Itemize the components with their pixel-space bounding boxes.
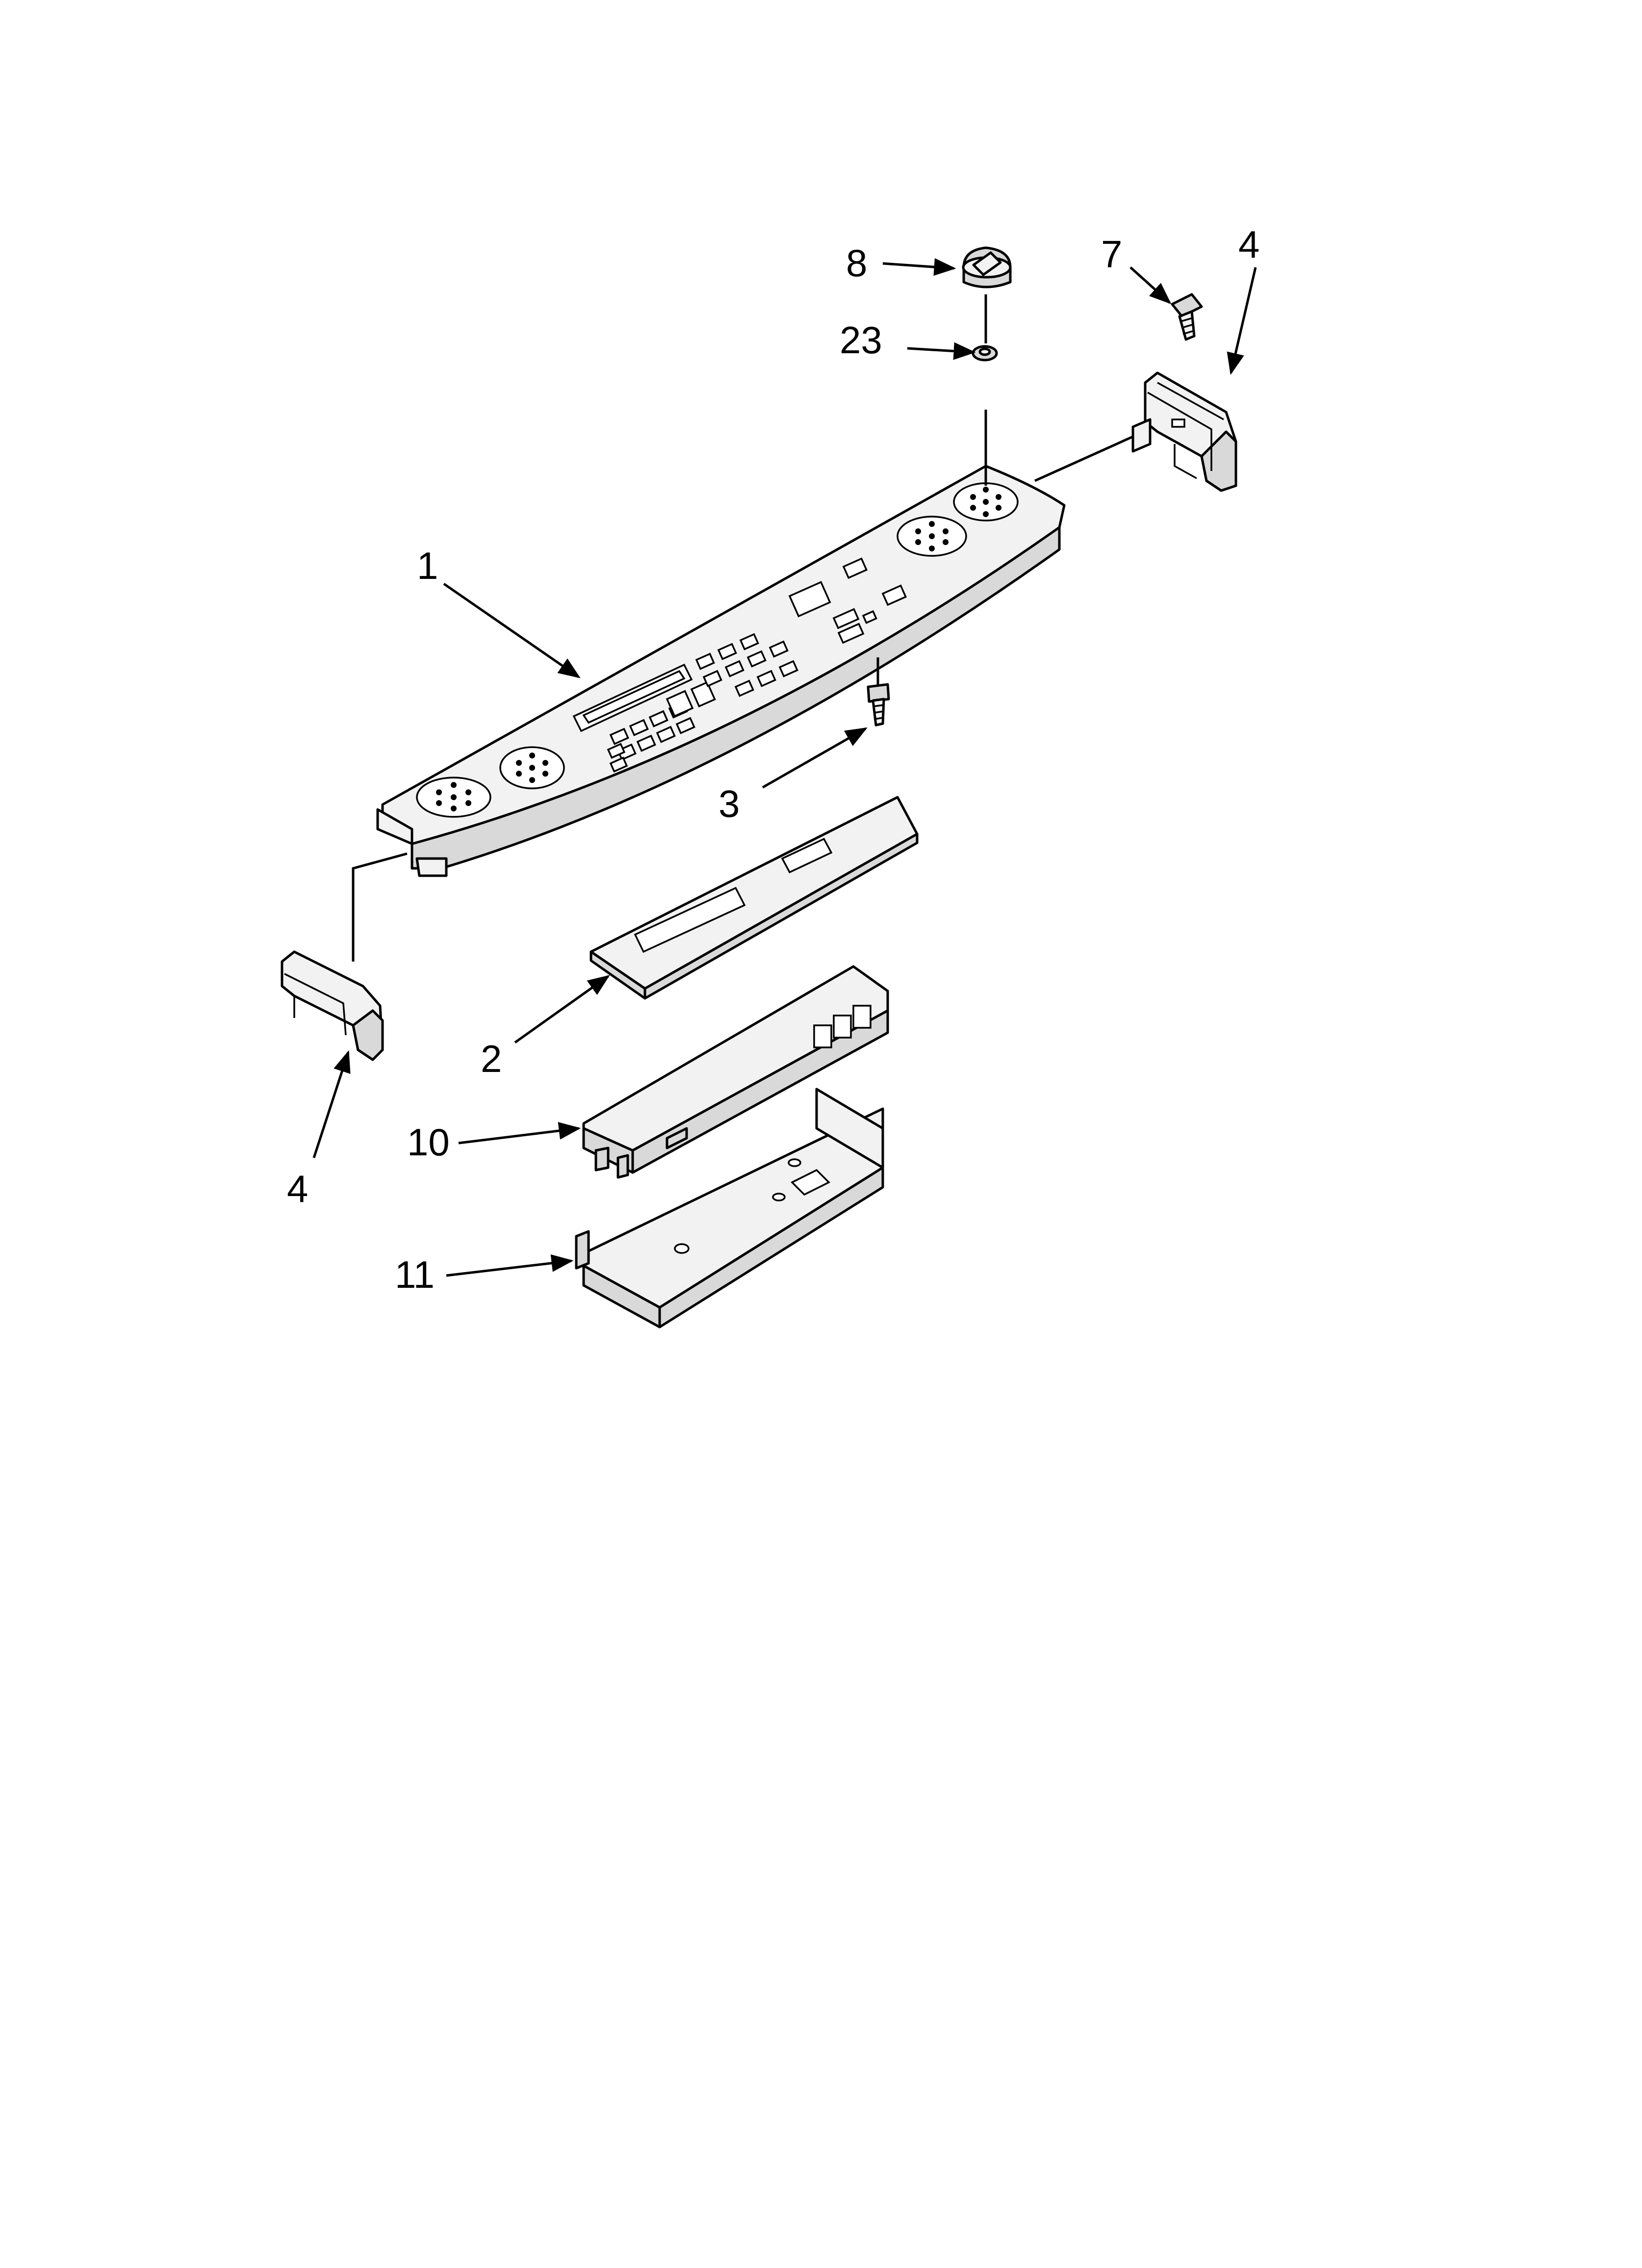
callout-arrows (312, 258, 1257, 1277)
assembly-leader-right (1034, 435, 1134, 482)
arrow-10 (458, 1122, 581, 1145)
display-overlay (590, 796, 919, 1000)
callout-1: 1 (417, 544, 438, 587)
arrow-23 (907, 342, 976, 360)
assembly-leader-left (352, 852, 408, 962)
callout-10: 10 (407, 1121, 450, 1164)
callout-8: 8 (846, 241, 867, 285)
callout-2: 2 (481, 1037, 502, 1080)
keypad (607, 557, 907, 773)
arrow-3 (762, 727, 868, 789)
arrow-4-top (1227, 267, 1257, 375)
callout-4-top: 4 (1238, 223, 1259, 266)
arrow-11 (446, 1254, 574, 1277)
control-panel-console (376, 465, 1066, 877)
burner-knob-recess-2 (499, 746, 565, 789)
end-cap-right (1131, 371, 1237, 492)
callout-4-bottom: 4 (287, 1167, 308, 1210)
screw-middle (867, 683, 890, 727)
arrow-8 (882, 258, 956, 276)
arrow-1 (443, 582, 581, 678)
knob (962, 246, 1012, 288)
burner-knob-recess-3 (897, 516, 967, 557)
callout-3: 3 (718, 782, 740, 825)
callout-labels: 8 23 7 4 1 3 2 4 10 11 (287, 223, 1259, 1296)
callout-23: 23 (840, 318, 882, 362)
end-cap-left (281, 950, 384, 1061)
callout-11: 11 (395, 1253, 435, 1296)
arrow-7 (1129, 266, 1172, 305)
display-window (572, 663, 693, 732)
mounting-box (575, 1088, 884, 1329)
arrow-4-bottom (312, 1050, 351, 1158)
burner-knob-recess-4 (953, 482, 1019, 521)
screw-top (1171, 293, 1203, 341)
arrow-2 (514, 975, 610, 1044)
control-board (582, 965, 889, 1179)
burner-knob-recess-1 (416, 777, 491, 818)
callout-7: 7 (1101, 233, 1122, 276)
washer (972, 345, 998, 362)
